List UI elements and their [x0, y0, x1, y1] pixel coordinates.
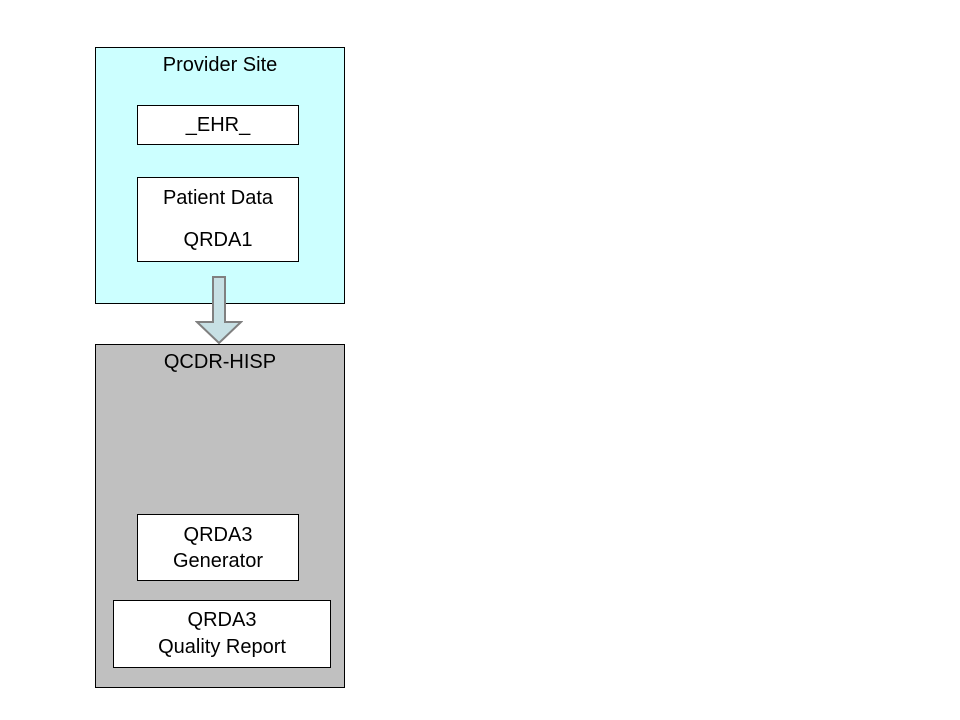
qrda3-generator-box: QRDA3 Generator	[137, 514, 299, 581]
provider-site-group: Provider Site _EHR_ Patient Data QRDA1	[95, 47, 345, 304]
qrda3-quality-report-box: QRDA3 Quality Report	[113, 600, 331, 668]
patient-data-box: Patient Data QRDA1	[137, 177, 299, 262]
ehr-label: _EHR_	[185, 113, 251, 136]
qrda1-label: QRDA1	[183, 229, 253, 251]
qrda3-quality-report-line2: Quality Report	[158, 636, 286, 658]
provider-site-title: Provider Site	[162, 54, 278, 76]
qrda3-quality-report-line1: QRDA3	[187, 609, 257, 631]
patient-data-label: Patient Data	[162, 187, 274, 209]
qcdr-hisp-title: QCDR-HISP	[163, 351, 277, 373]
qrda3-generator-line1: QRDA3	[183, 523, 253, 546]
ehr-box: _EHR_	[137, 105, 299, 145]
qrda3-generator-line2: Generator	[172, 549, 264, 572]
down-block-arrow-icon	[195, 276, 243, 345]
qcdr-hisp-group: QCDR-HISP QRDA3 Generator QRDA3 Quality …	[95, 344, 345, 688]
